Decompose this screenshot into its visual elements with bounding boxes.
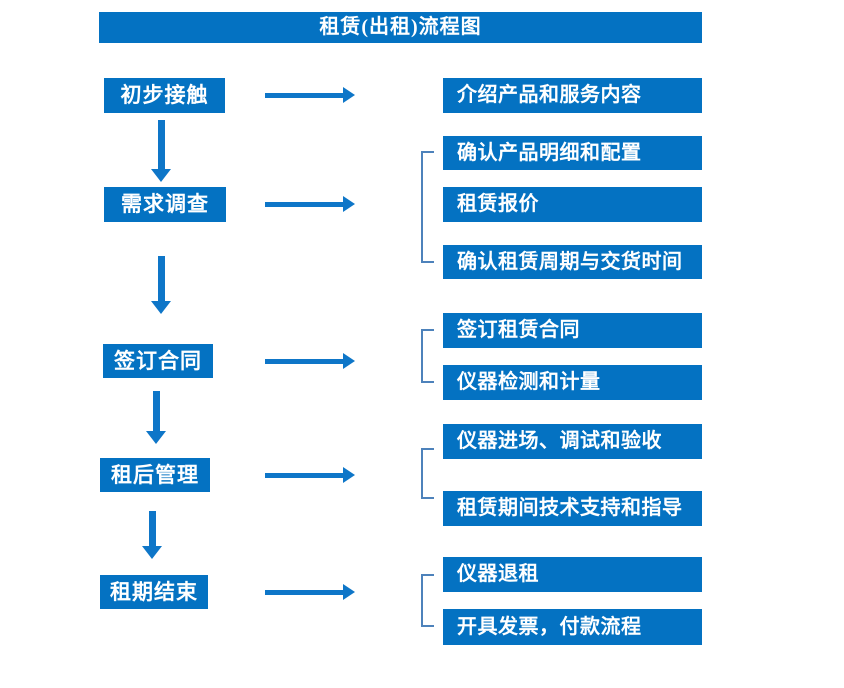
step-post-rental-mgmt: 租后管理 — [100, 458, 210, 492]
detail-confirm-period-delivery: 确认租赁周期与交货时间 — [443, 245, 702, 279]
arrow-head — [343, 353, 355, 369]
down-arrow-3 — [146, 391, 166, 444]
step-demand-survey: 需求调查 — [104, 187, 226, 222]
arrow-line — [265, 201, 345, 207]
step-initial-contact: 初步接触 — [104, 78, 225, 113]
right-arrow-5 — [265, 584, 355, 600]
arrow-head — [343, 87, 355, 103]
arrow-line — [265, 472, 345, 478]
arrow-head — [343, 467, 355, 483]
group-bracket-post-rental — [421, 448, 434, 499]
arrow-head — [343, 584, 355, 600]
right-arrow-2 — [265, 196, 355, 212]
arrow-line — [265, 92, 345, 98]
detail-instrument-setup: 仪器进场、调试和验收 — [443, 424, 702, 459]
arrow-head — [146, 431, 166, 444]
arrow-head — [343, 196, 355, 212]
detail-instrument-testing: 仪器检测和计量 — [443, 365, 702, 400]
step-sign-contract: 签订合同 — [103, 344, 213, 378]
detail-tech-support: 租赁期间技术支持和指导 — [443, 491, 702, 526]
arrow-line — [157, 256, 165, 302]
group-bracket-sign-contract — [421, 329, 434, 383]
arrow-line — [265, 358, 345, 364]
right-arrow-4 — [265, 467, 355, 483]
detail-instrument-return: 仪器退租 — [443, 557, 702, 592]
detail-rental-quote: 租赁报价 — [443, 187, 702, 222]
arrow-head — [151, 169, 171, 182]
arrow-line — [152, 391, 160, 432]
right-arrow-3 — [265, 353, 355, 369]
step-rental-end: 租期结束 — [100, 575, 208, 609]
group-bracket-demand-survey — [421, 151, 434, 263]
arrow-line — [148, 511, 156, 547]
group-bracket-rental-end — [421, 574, 434, 627]
down-arrow-1 — [151, 120, 171, 182]
right-arrow-1 — [265, 87, 355, 103]
down-arrow-4 — [142, 511, 162, 559]
arrow-head — [142, 546, 162, 559]
arrow-line — [265, 589, 345, 595]
detail-invoice-payment: 开具发票，付款流程 — [443, 609, 702, 645]
flowchart-title: 租赁(出租)流程图 — [99, 12, 702, 43]
down-arrow-2 — [151, 256, 171, 314]
detail-introduce-products: 介绍产品和服务内容 — [443, 78, 702, 113]
detail-sign-rental-contract: 签订租赁合同 — [443, 313, 702, 348]
arrow-head — [151, 301, 171, 314]
arrow-line — [157, 120, 165, 170]
detail-confirm-product-config: 确认产品明细和配置 — [443, 136, 702, 170]
